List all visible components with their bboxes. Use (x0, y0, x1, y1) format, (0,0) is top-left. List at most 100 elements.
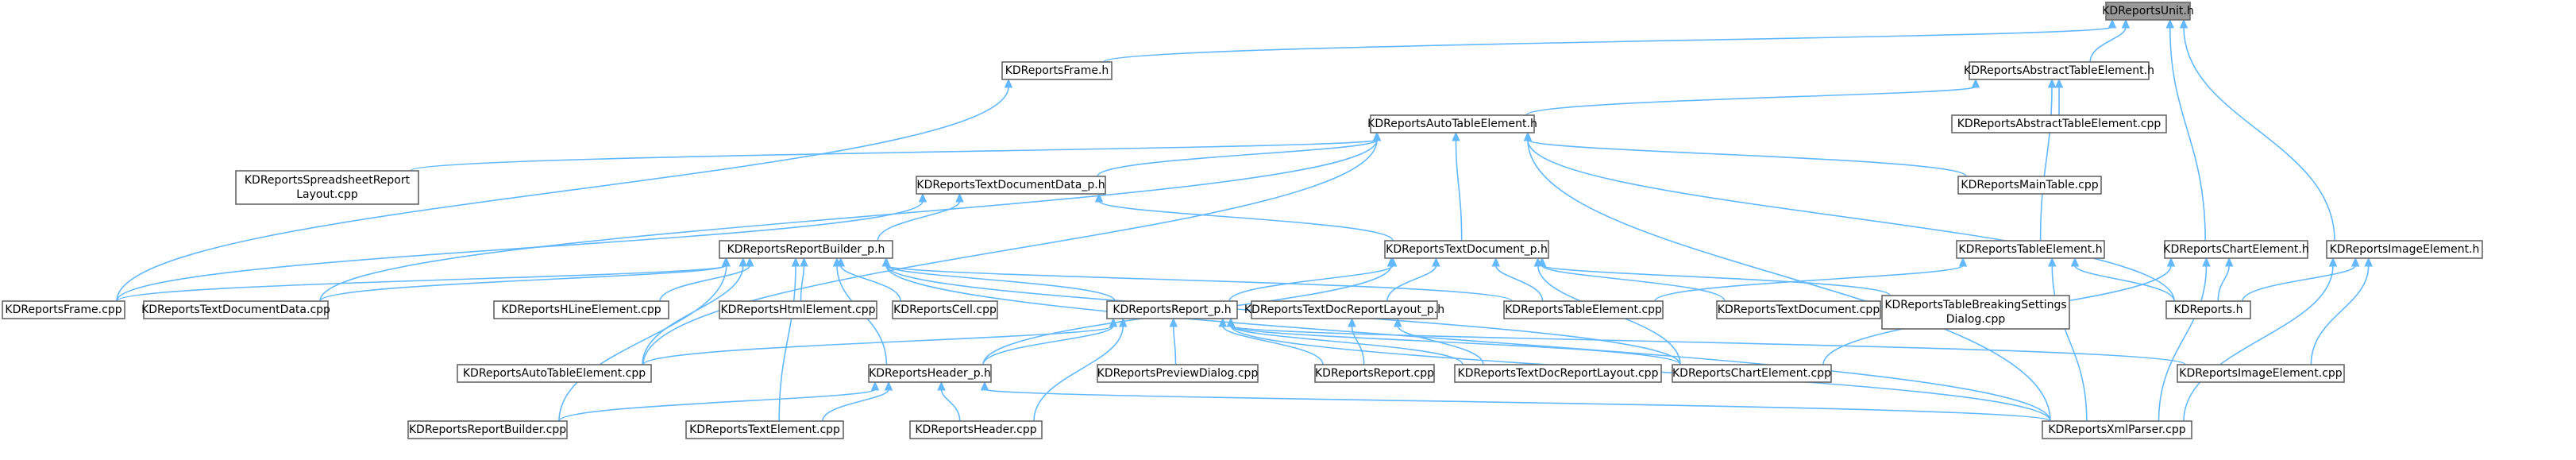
node-imageelcpp[interactable]: KDReportsImageElement.cpp (2177, 364, 2345, 383)
node-label: KDReportsHeader.cpp (915, 423, 1036, 436)
node-buildercpp[interactable]: KDReportsReportBuilder.cpp (407, 420, 568, 439)
node-textdoclayoutcpp[interactable]: KDReportsTextDocReportLayout.cpp (1454, 364, 1662, 383)
edge-headerp-to-reportp (982, 325, 1114, 365)
node-label: KDReportsAutoTableElement.h (1367, 118, 1537, 130)
node-box (493, 300, 669, 319)
node-builder[interactable]: KDReportsReportBuilder_p.h (719, 240, 893, 259)
node-label: Dialog.cpp (1946, 313, 2006, 326)
node-label: KDReportsTextElement.cpp (689, 423, 840, 436)
edge-reportcpp-to-reportp (1221, 325, 1324, 365)
edge-xmlparser-to-builder (885, 265, 2051, 422)
node-textdoccpp[interactable]: KDReportsTextDocument.cpp (1716, 300, 1881, 319)
arrowhead-headercpp-to-headerp (937, 381, 946, 391)
node-box (457, 364, 652, 383)
node-box (1370, 114, 1535, 133)
arrowhead-xmlparser-to-headerp (980, 381, 989, 391)
node-autotable[interactable]: KDReportsAutoTableElement.h (1367, 114, 1537, 133)
node-tableelcpp[interactable]: KDReportsTableElement.cpp (1503, 300, 1664, 319)
edge-buildercpp-to-builder (558, 265, 727, 422)
arrowhead-xmlparser-to-chartel (2202, 257, 2211, 267)
node-box (407, 420, 568, 439)
node-abstablecpp[interactable]: KDReportsAbstractTableElement.cpp (1951, 114, 2167, 133)
edge-html-to-builder (800, 265, 805, 302)
node-chartelcpp[interactable]: KDReportsChartElement.cpp (1672, 364, 1832, 383)
node-headercpp[interactable]: KDReportsHeader.cpp (909, 420, 1043, 439)
arrowhead-headercpp-to-reportp (1118, 317, 1128, 327)
node-imageel[interactable]: KDReportsImageElement.h (2326, 240, 2483, 259)
node-box (1672, 364, 1832, 383)
node-label: KDReportsAbstractTableElement.cpp (1957, 118, 2161, 130)
edge-buildercpp-to-headerp (558, 388, 876, 422)
node-maintable[interactable]: KDReportsMainTable.cpp (1957, 176, 2102, 195)
node-preview[interactable]: KDReportsPreviewDialog.cpp (1097, 364, 1259, 383)
node-box (1251, 300, 1438, 319)
node-box (1503, 300, 1664, 319)
edge-cell-to-builder (839, 265, 901, 302)
edge-imageelcpp-to-reportp (1230, 325, 2186, 365)
node-hline[interactable]: KDReportsHLineElement.cpp (493, 300, 669, 319)
edge-reportp-to-textdoc (1228, 265, 1394, 302)
node-label: KDReportsTextDocReportLayout_p.h (1244, 303, 1444, 316)
node-label: KDReportsCell.cpp (893, 303, 997, 316)
node-box (1957, 176, 2102, 195)
node-label: KDReportsFrame.cpp (5, 303, 121, 316)
node-textdocdata[interactable]: KDReportsTextDocumentData_p.h (916, 176, 1106, 195)
node-label: KDReportsReportBuilder.cpp (409, 423, 566, 436)
node-tableel[interactable]: KDReportsTableElement.h (1956, 240, 2105, 259)
node-textdoclayouth[interactable]: KDReportsTextDocReportLayout_p.h (1244, 300, 1444, 319)
edge-autotablecpp-to-autotable (642, 139, 1378, 365)
node-textdoc[interactable]: KDReportsTextDocument_p.h (1384, 240, 1549, 259)
arrowhead-buildercpp-to-builder (722, 257, 731, 267)
edge-textdocdatacpp-to-builder (319, 265, 727, 302)
edge-textelcpp-to-builder (778, 265, 796, 422)
arrowhead-kdreportsh-to-chartel (2224, 257, 2234, 267)
node-box (892, 300, 998, 319)
node-textelcpp[interactable]: KDReportsTextElement.cpp (685, 420, 844, 439)
edge-kdreportsh-to-autotable (1527, 139, 2175, 302)
node-cell[interactable]: KDReportsCell.cpp (892, 300, 998, 319)
edge-maintable-to-autotable (1527, 139, 1967, 177)
node-reportcpp[interactable]: KDReportsReport.cpp (1314, 364, 1435, 383)
edge-headercpp-to-reportp (1033, 325, 1124, 422)
arrowhead-xmlparser-to-imageel (2328, 257, 2338, 267)
node-label: KDReportsImageElement.cpp (2179, 367, 2343, 380)
node-label: KDReportsReport_p.h (1113, 303, 1231, 316)
node-label: KDReportsChartElement.h (2163, 243, 2308, 256)
edge-chartelcpp-to-reportp (1230, 325, 1681, 365)
node-box (2042, 420, 2192, 439)
arrowhead-textdoclayoutcpp-to-textdoclayouth (1393, 317, 1402, 327)
arrowhead-frameh-to-unit (2107, 18, 2117, 29)
node-label: KDReportsUnit.h (2102, 5, 2194, 17)
arrowhead-reportcpp-to-textdoclayouth (1348, 317, 1356, 327)
edge-reportcpp-to-textdoclayouth (1351, 325, 1365, 365)
node-abstable[interactable]: KDReportsAbstractTableElement.h (1964, 61, 2154, 80)
node-label: KDReportsReport.cpp (1315, 367, 1434, 380)
node-label: KDReportsFrame.h (1005, 64, 1109, 77)
node-framecpp[interactable]: KDReportsFrame.cpp (2, 300, 125, 319)
node-html[interactable]: KDReportsHtmlElement.cpp (719, 300, 877, 319)
edge-kdreportsh-to-imageel (2242, 265, 2357, 302)
edge-textelcpp-to-headerp (822, 388, 889, 422)
arrowhead-xmlparser-to-reportp (1226, 317, 1236, 327)
node-unit[interactable]: KDReportsUnit.h (2102, 2, 2194, 21)
node-headerp[interactable]: KDReportsHeader_p.h (868, 364, 992, 383)
node-frameh[interactable]: KDReportsFrame.h (1001, 61, 1113, 80)
arrowhead-chartel-to-unit (2165, 18, 2175, 29)
node-textdocdatacpp[interactable]: KDReportsTextDocumentData.cpp (141, 300, 330, 319)
node-autotablecpp[interactable]: KDReportsAutoTableElement.cpp (457, 364, 652, 383)
node-box (1097, 364, 1259, 383)
arrowhead-textelcpp-to-headerp (884, 381, 893, 391)
node-box (868, 364, 992, 383)
node-reportp[interactable]: KDReportsReport_p.h (1106, 300, 1238, 319)
arrowhead-xmlparser-to-tableel (2047, 257, 2057, 267)
node-chartel[interactable]: KDReportsChartElement.h (2163, 240, 2309, 259)
node-xmlparser[interactable]: KDReportsXmlParser.cpp (2042, 420, 2192, 439)
arrowhead-abstablecpp-to-abstable (2054, 78, 2064, 88)
edge-kdreportsh-to-tableel (2074, 265, 2175, 302)
node-box (2164, 240, 2308, 259)
node-label: KDReportsChartElement.cpp (1672, 367, 1831, 380)
node-label: KDReportsTableElement.cpp (1505, 303, 1662, 316)
node-kdreportsh[interactable]: KDReports.h (2165, 300, 2251, 319)
